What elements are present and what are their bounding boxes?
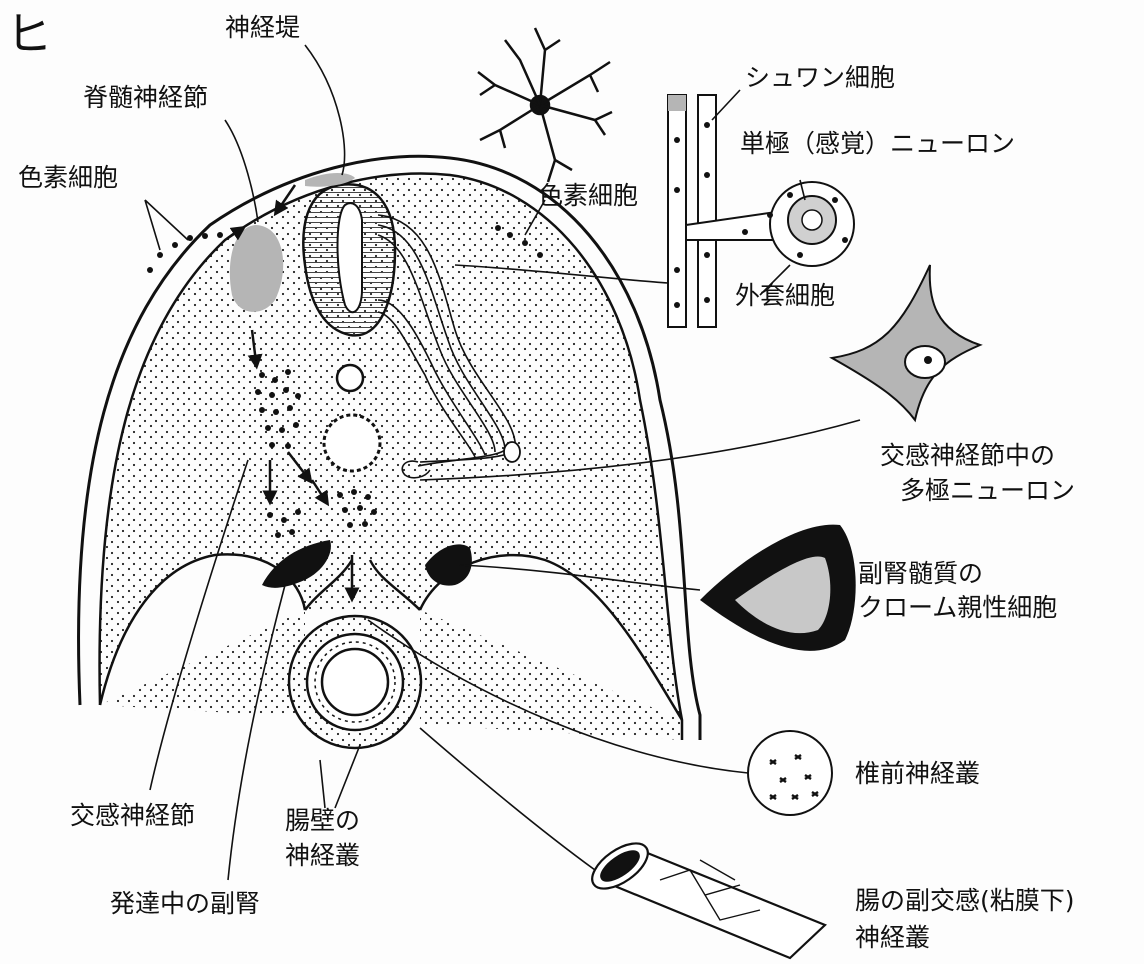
aorta — [324, 415, 380, 471]
label-chromaffin-2: クローム親性細胞 — [858, 592, 1057, 623]
label-multipolar-2: 多極ニューロン — [900, 475, 1075, 506]
label-developing-adrenal: 発達中の副腎 — [110, 888, 260, 919]
notochord — [337, 365, 363, 391]
label-neural-crest: 神経堤 — [225, 12, 300, 43]
label-chromaffin-1: 副腎髄質の — [858, 558, 983, 589]
label-unipolar-neuron: 単極（感覚）ニューロン — [740, 128, 1015, 159]
chromaffin-cell — [700, 525, 856, 651]
label-pigment-cell-right: 色素細胞 — [538, 180, 638, 211]
intestine-segment — [585, 835, 825, 958]
melanocyte — [478, 28, 612, 182]
gut-tube — [289, 616, 421, 748]
label-submucosal-2: 神経叢 — [855, 922, 930, 953]
label-spinal-ganglion: 脊髄神経節 — [83, 82, 208, 113]
label-pigment-cell-left: 色素細胞 — [18, 162, 118, 193]
label-gut-plexus-2: 神経叢 — [285, 840, 360, 871]
label-schwann-cell: シュワン細胞 — [745, 62, 895, 93]
spinal-ganglion — [230, 225, 283, 312]
label-satellite-cell: 外套細胞 — [735, 280, 835, 311]
label-submucosal-1: 腸の副交感(粘膜下) — [855, 885, 1075, 916]
prevertebral-plexus-icon — [748, 731, 832, 815]
label-prevertebral-plexus: 椎前神経叢 — [855, 758, 980, 789]
label-sympathetic-ganglion: 交感神経節 — [70, 800, 195, 831]
label-multipolar-1: 交感神経節中の — [880, 440, 1055, 471]
multipolar-neuron — [832, 265, 980, 420]
label-gut-plexus-1: 腸壁の — [285, 805, 360, 836]
corner-mark: ヒ — [6, 6, 52, 64]
